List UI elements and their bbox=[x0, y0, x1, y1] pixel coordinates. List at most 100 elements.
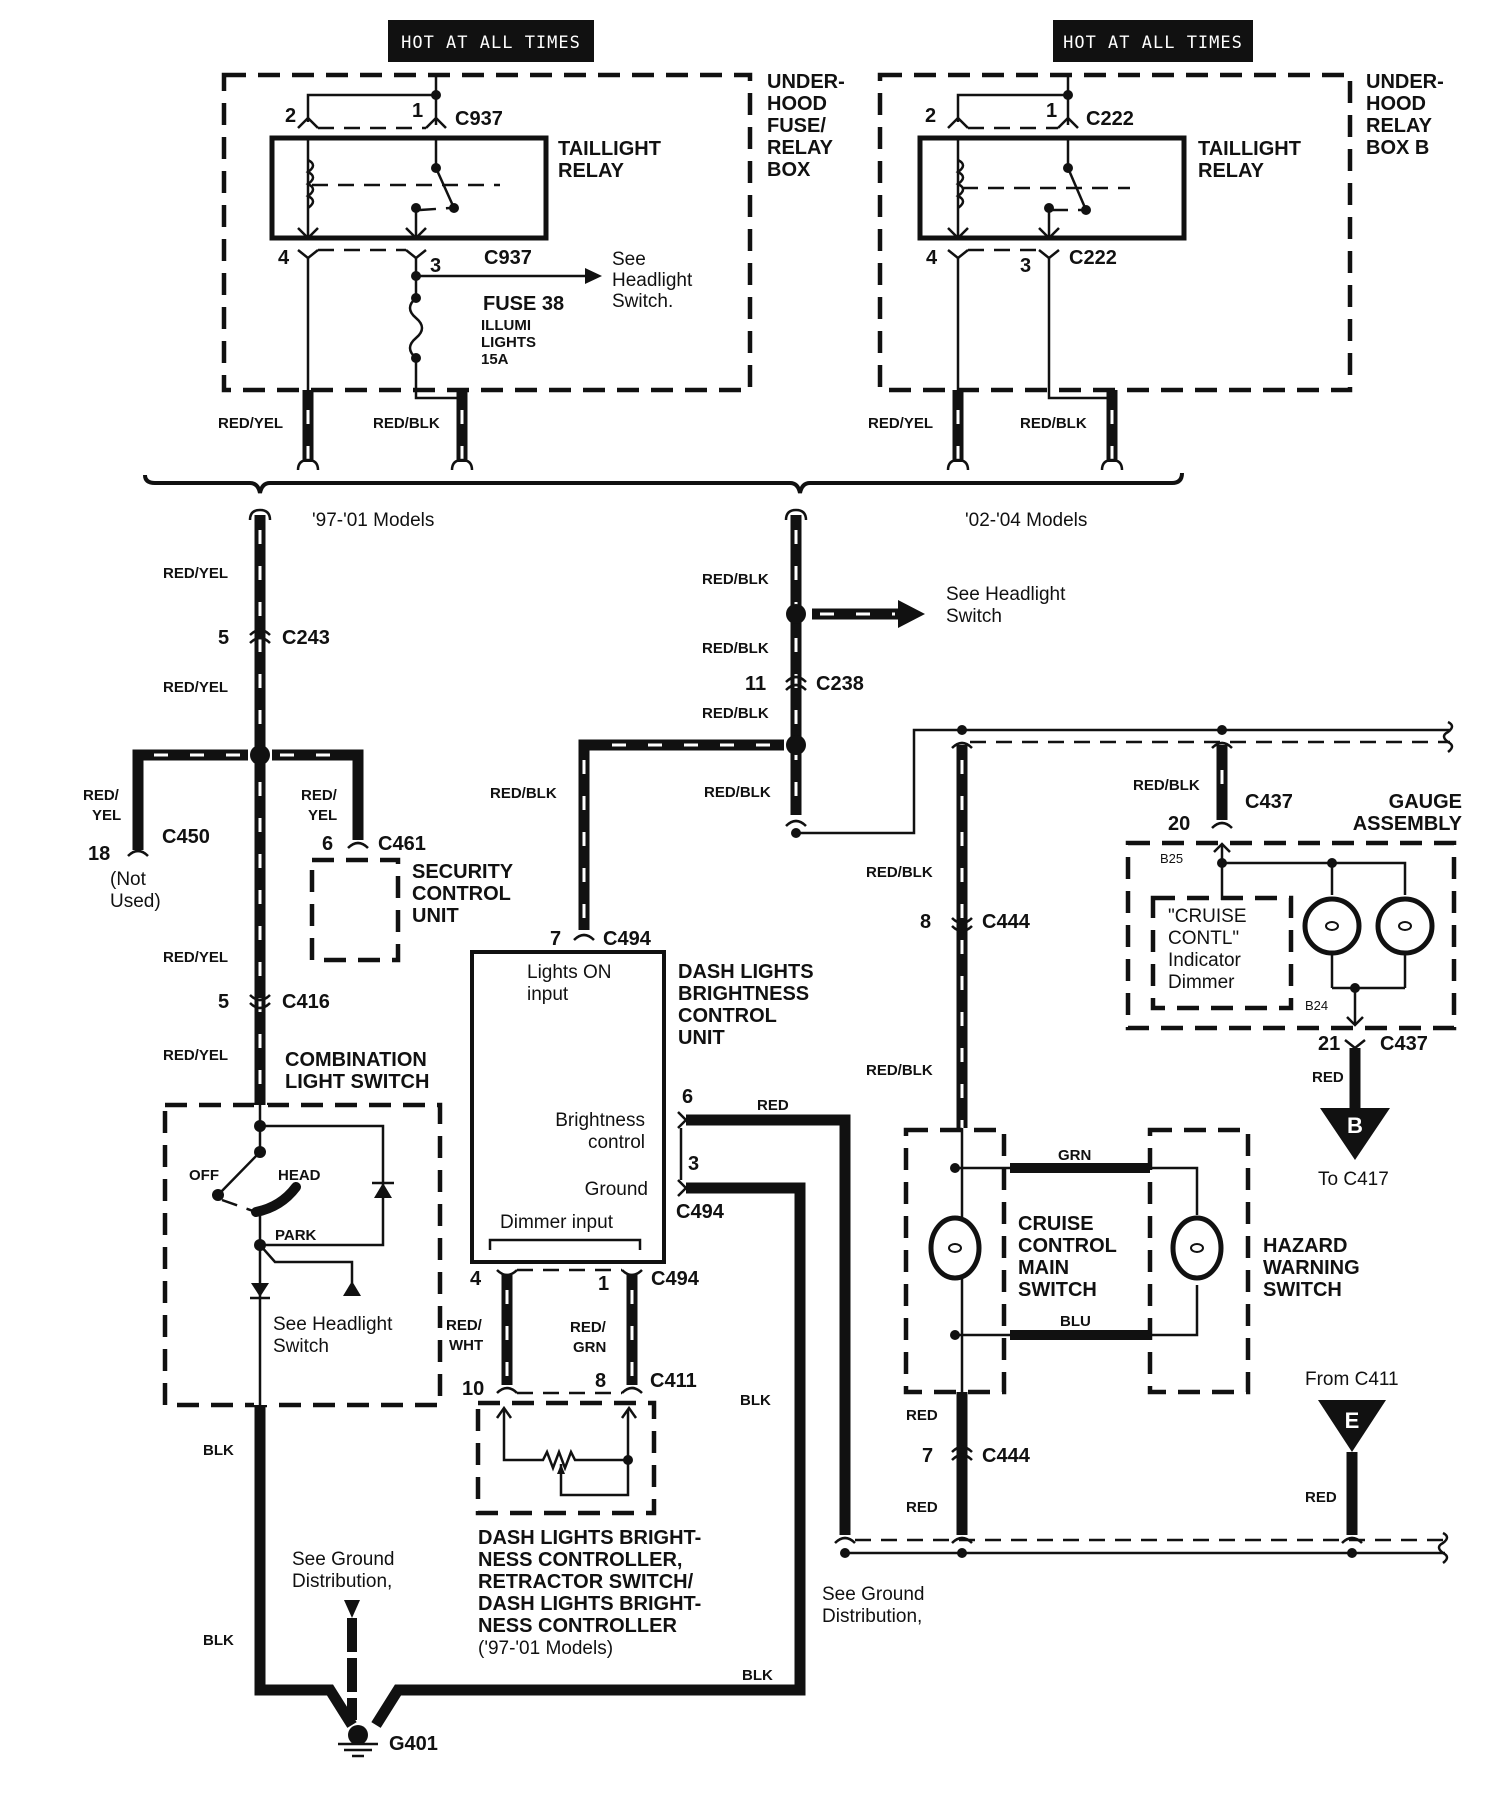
svg-text:ILLUMI: ILLUMI bbox=[481, 317, 531, 334]
taillight-relay-left bbox=[269, 75, 549, 260]
svg-text:Switch[interactable]: Switch bbox=[273, 1336, 329, 1357]
svg-text:7: 7 bbox=[922, 1445, 933, 1467]
wire-blk-left bbox=[254, 1405, 357, 1728]
pin-1-left: 1 bbox=[412, 100, 423, 122]
svg-text:15A: 15A bbox=[481, 351, 509, 368]
see-headlight-link-center[interactable]: See Headlight bbox=[946, 584, 1066, 605]
relay-title-right: TAILLIGHT bbox=[1198, 138, 1301, 160]
gauge-circuit bbox=[1213, 842, 1435, 1027]
security-control-unit-box bbox=[309, 857, 401, 963]
connector-c437-top: C437 bbox=[1245, 791, 1293, 813]
connector-c461: C461 bbox=[378, 833, 426, 855]
svg-text:RED: RED bbox=[1312, 1069, 1344, 1086]
svg-text:RED/: RED/ bbox=[301, 787, 338, 804]
svg-text:5: 5 bbox=[218, 991, 229, 1013]
see-ground-distribution-link[interactable]: See Ground bbox=[292, 1549, 394, 1570]
svg-text:Indicator: Indicator bbox=[1168, 950, 1242, 971]
hot-label-right: HOT AT ALL TIMES bbox=[1063, 33, 1243, 53]
svg-text:Dimmer input: Dimmer input bbox=[500, 1212, 614, 1233]
svg-text:6: 6 bbox=[322, 833, 333, 855]
connector-c238 bbox=[785, 675, 807, 691]
svg-text:Switch.[interactable]: Switch. bbox=[612, 291, 673, 312]
svg-text:4: 4 bbox=[470, 1268, 482, 1290]
svg-text:input: input bbox=[527, 984, 569, 1005]
connector-c494-bottom: C494 bbox=[651, 1268, 700, 1290]
svg-text:Distribution,[interactable]: Distribution, bbox=[292, 1571, 392, 1592]
svg-text:C238: C238 bbox=[816, 673, 864, 695]
svg-text:BRIGHTNESS: BRIGHTNESS bbox=[678, 983, 809, 1005]
cruise-switch-circuit bbox=[928, 1128, 1224, 1395]
svg-text:CONTROL: CONTROL bbox=[1018, 1235, 1117, 1257]
pin-3-left: 3 bbox=[430, 255, 441, 277]
hot-at-all-times-badge-right: HOT AT ALL TIMES bbox=[1053, 20, 1253, 62]
svg-text:B25: B25 bbox=[1160, 851, 1183, 866]
svg-text:3: 3 bbox=[688, 1153, 699, 1175]
from-c411-label: From C411 bbox=[1305, 1369, 1399, 1390]
svg-text:20: 20 bbox=[1168, 813, 1190, 835]
wire-blk-right bbox=[371, 1240, 806, 1728]
svg-text:SWITCH: SWITCH bbox=[1018, 1279, 1097, 1301]
combination-light-switch bbox=[212, 1105, 394, 1405]
pin-4-left: 4 bbox=[278, 247, 290, 269]
svg-text:WARNING: WARNING bbox=[1263, 1257, 1360, 1279]
svg-text:UNIT: UNIT bbox=[678, 1027, 725, 1049]
offpage-ref-b[interactable]: B bbox=[1320, 1108, 1390, 1160]
model-brace bbox=[143, 472, 1184, 494]
see-ground-distribution-link-center[interactable]: See Ground bbox=[822, 1584, 924, 1605]
models-label-97-01: '97-'01 Models bbox=[312, 510, 434, 531]
connector-c937-bottom: C937 bbox=[484, 247, 532, 269]
connector-c416 bbox=[249, 994, 271, 1010]
svg-text:Lights ON: Lights ON bbox=[527, 962, 611, 983]
svg-text:RED/BLK: RED/BLK bbox=[490, 785, 557, 802]
svg-text:Dimmer: Dimmer bbox=[1168, 972, 1235, 993]
arrow-right-icon bbox=[585, 268, 602, 284]
see-headlight-link-top[interactable]: See bbox=[612, 249, 646, 270]
bulb-icon bbox=[1302, 896, 1362, 956]
svg-text:BLK: BLK bbox=[203, 1632, 234, 1649]
taillight-relay-right bbox=[917, 75, 1187, 390]
wire-to-c461 bbox=[272, 749, 364, 840]
bulb-icon bbox=[1170, 1215, 1224, 1281]
gauge-assembly-box bbox=[1125, 840, 1457, 1031]
svg-text:Switch[interactable]: Switch bbox=[946, 606, 1002, 627]
offpage-ref-e[interactable]: E bbox=[1318, 1400, 1386, 1452]
combination-light-switch-box bbox=[162, 1102, 443, 1408]
svg-text:Headlight[interactable]: Headlight bbox=[612, 270, 693, 291]
svg-text:BOX: BOX bbox=[767, 159, 811, 181]
hazard-warning-switch-title: HAZARD bbox=[1263, 1235, 1347, 1257]
svg-text:RED/YEL: RED/YEL bbox=[218, 415, 283, 432]
splice-c494 bbox=[786, 735, 806, 755]
wire-red-brightness bbox=[686, 1114, 851, 1535]
dash-lights-brightness-control-unit bbox=[470, 950, 666, 1264]
svg-text:RED: RED bbox=[757, 1097, 789, 1114]
switch-position-park: PARK bbox=[275, 1227, 317, 1244]
svg-text:WHT: WHT bbox=[449, 1337, 483, 1354]
combination-light-switch-title: COMBINATION bbox=[285, 1049, 427, 1071]
relay-box-b-title: UNDER- HOOD RELAY BOX B bbox=[1366, 71, 1444, 159]
dash-unit-title: DASH LIGHTS bbox=[678, 961, 814, 983]
svg-text:LIGHTS: LIGHTS bbox=[481, 334, 536, 351]
svg-text:21: 21 bbox=[1318, 1033, 1340, 1055]
svg-text:RED/BLK: RED/BLK bbox=[702, 571, 769, 588]
svg-text:BLK: BLK bbox=[203, 1442, 234, 1459]
wire-thin-bus-top bbox=[796, 728, 1450, 835]
connector-c937-top: C937 bbox=[455, 108, 503, 130]
svg-text:RED: RED bbox=[1305, 1489, 1337, 1506]
svg-text:C416: C416 bbox=[282, 991, 330, 1013]
svg-text:7: 7 bbox=[550, 928, 561, 950]
svg-text:Distribution,[interactable]: Distribution, bbox=[822, 1606, 922, 1627]
arrow-right-icon bbox=[898, 600, 925, 628]
svg-text:DASH LIGHTS BRIGHT-: DASH LIGHTS BRIGHT- bbox=[478, 1593, 701, 1615]
see-headlight-switch-link[interactable]: See Headlight bbox=[273, 1314, 393, 1335]
svg-text:RELAY: RELAY bbox=[558, 160, 625, 182]
hot-at-all-times-badge-left: HOT AT ALL TIMES bbox=[388, 20, 594, 62]
svg-text:3: 3 bbox=[1020, 255, 1031, 277]
connector-c444-bottom bbox=[951, 1445, 973, 1461]
bulb-icon bbox=[928, 1215, 982, 1281]
hazard-warning-switch-box bbox=[1147, 1127, 1251, 1395]
svg-text:BLK: BLK bbox=[742, 1667, 773, 1684]
svg-text:Brightness: Brightness bbox=[555, 1110, 645, 1131]
fuse-relay-box-outline bbox=[221, 72, 753, 393]
svg-text:NESS CONTROLLER: NESS CONTROLLER bbox=[478, 1615, 677, 1637]
